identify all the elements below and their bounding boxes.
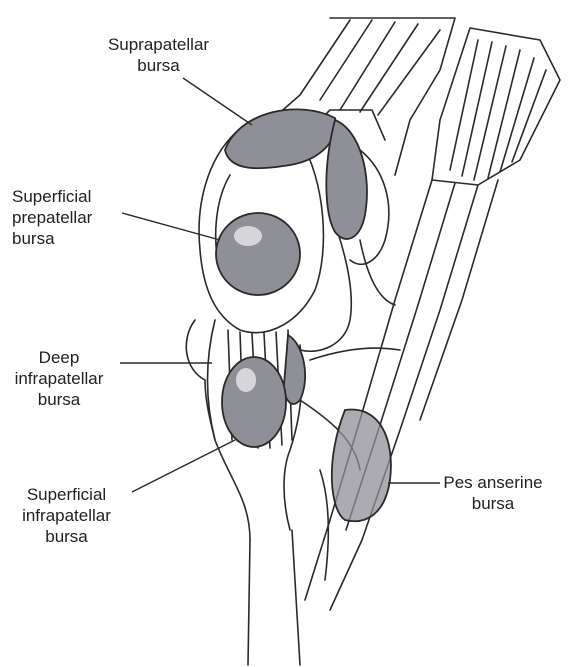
deep-infrapatellar-bursa (284, 335, 305, 404)
suprapatellar-bursa-label: Suprapatellar bursa (96, 34, 221, 76)
superficial-infrapatellar-bursa (222, 357, 286, 447)
deep-infrapatellar-bursa-label: Deep infrapatellar bursa (4, 347, 114, 410)
suprapatellar-bursa-lateral (326, 120, 367, 239)
bursae (216, 109, 391, 521)
tibia-outline (248, 540, 250, 665)
superficial-prepatellar-bursa-label: Superficial prepatellar bursa (12, 186, 122, 249)
superficial-infrapatellar-leader (132, 440, 235, 492)
pes-anserine-bursa-label: Pes anserine bursa (438, 472, 548, 514)
suprapatellar-leader (183, 78, 252, 125)
superficial-prepatellar-bursa (216, 213, 300, 295)
prepatellar-leader (122, 213, 220, 240)
superficial-infrapatellar-bursa-label: Superficial infrapatellar bursa (4, 484, 129, 547)
pes-anserine-bursa (332, 410, 391, 522)
